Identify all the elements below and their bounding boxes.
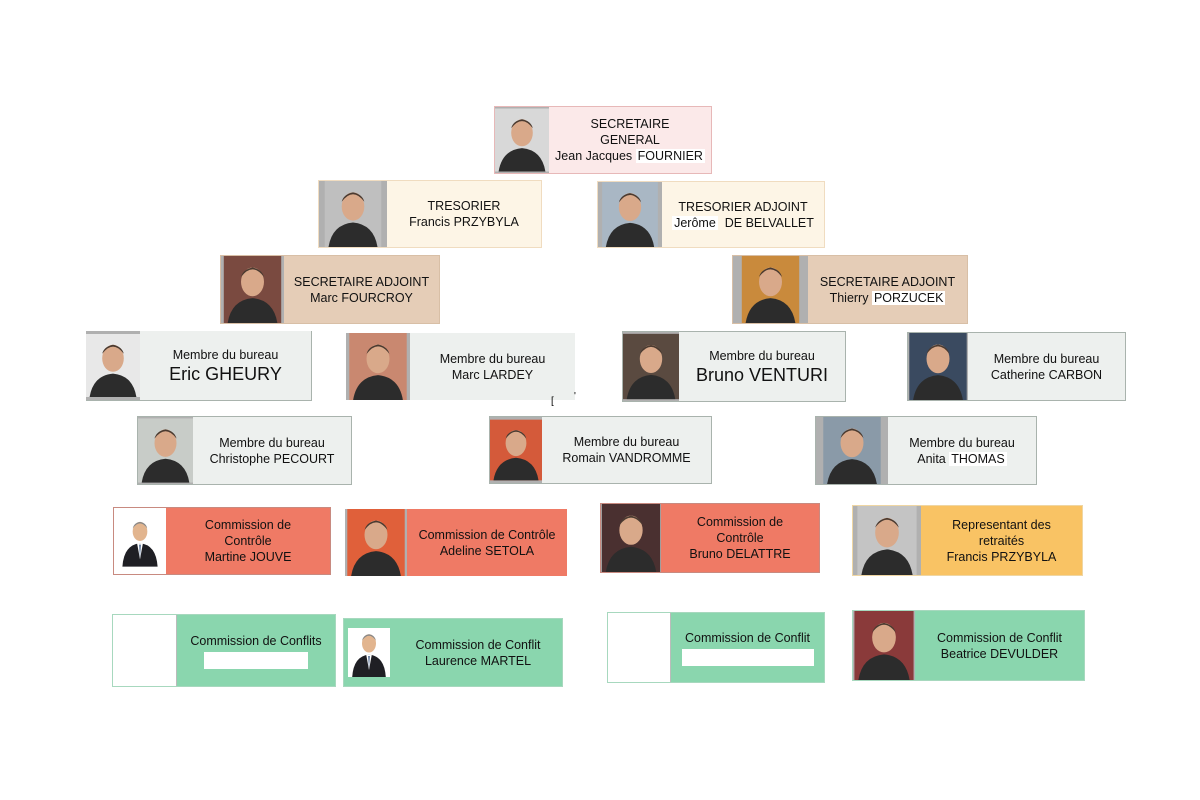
org-node-membre-venturi: Membre du bureau Bruno VENTURI: [622, 331, 846, 402]
person-name: Martine JOUVE: [204, 550, 292, 564]
role-label: Commission de Conflit: [936, 630, 1063, 645]
org-node-conflit-martel: Commission de Conflit Laurence MARTEL: [343, 618, 563, 687]
person-name: Anita THOMAS: [917, 451, 1007, 466]
role-label: Membre du bureau: [172, 347, 279, 362]
person-name: Marc FOURCROY: [310, 290, 413, 305]
org-node-secretaire-adjoint-fourcroy: SECRETAIRE ADJOINT Marc FOURCROY: [220, 255, 440, 324]
role-label: Commission de: [696, 515, 784, 529]
role-label: Membre du bureau: [909, 435, 1015, 450]
person-name: Jean Jacques FOURNIER: [555, 149, 705, 163]
role-label: Commission de Conflit: [415, 637, 541, 652]
person-name: Bruno DELATTRE: [689, 547, 791, 561]
org-node-secretaire-general: SECRETAIRE GENERAL Jean Jacques FOURNIER: [494, 106, 712, 174]
org-node-tresorier-adjoint: TRESORIER ADJOINT Jerôme DE BELVALLET: [597, 181, 825, 248]
photo-man-suit-icon: [495, 107, 549, 173]
org-node-representant-retraites: Representant des retraités Francis PRZYB…: [852, 505, 1083, 576]
role-label: GENERAL: [600, 133, 660, 147]
org-node-secretaire-adjoint-porzucek: SECRETAIRE ADJOINT Thierry PORZUCEK: [732, 255, 968, 324]
avatar-placeholder-icon: [114, 508, 166, 574]
stray-mark: ': [574, 391, 576, 402]
photo-man-glasses-icon: [221, 256, 284, 323]
role-label: Membre du bureau: [993, 351, 1100, 366]
role-label: SECRETAIRE: [590, 117, 670, 131]
person-name: Francis PRZYBYLA: [409, 215, 519, 229]
role-label: TRESORIER: [427, 199, 501, 213]
role-label: Membre du bureau: [219, 435, 325, 450]
person-name: Romain VANDROMME: [562, 451, 691, 465]
role-label: TRESORIER ADJOINT: [678, 199, 808, 214]
person-name: Jerôme DE BELVALLET: [672, 215, 814, 230]
role-label: Representant des: [952, 517, 1051, 532]
org-node-controle-setola: Commission de Contrôle Adeline SETOLA: [345, 509, 567, 576]
person-name: Beatrice DEVULDER: [940, 646, 1059, 661]
stray-mark: [: [551, 396, 554, 407]
org-node-membre-vandromme: Membre du bureau Romain VANDROMME: [489, 416, 712, 484]
person-name: Bruno VENTURI: [695, 364, 829, 385]
role-label: Commission de Conflits: [190, 633, 322, 648]
photo-man-dark-hair-icon: [598, 182, 662, 247]
org-node-membre-pecourt: Membre du bureau Christophe PECOURT: [137, 416, 352, 485]
role-label: Commission de: [204, 518, 292, 532]
person-name: Marc LARDEY: [451, 367, 534, 382]
org-node-conflit-vacant: Commission de Conflit: [607, 612, 825, 683]
photo-man-cap-icon: [490, 417, 542, 483]
person-name: Laurence MARTEL: [424, 653, 532, 668]
role-label: Membre du bureau: [573, 435, 680, 449]
org-node-membre-carbon: Membre du bureau Catherine CARBON: [907, 332, 1126, 401]
role-label: Contrôle: [224, 534, 272, 548]
photo-woman-dark-hair-icon: [908, 333, 968, 400]
photo-man-black-shirt-icon: [601, 504, 661, 572]
role-label: Membre du bureau: [439, 351, 546, 366]
role-label: Membre du bureau: [709, 348, 815, 363]
person-name: Catherine CARBON: [990, 367, 1103, 382]
role-label: Commission de Conflit: [684, 630, 811, 645]
person-name: Francis PRZYBYLA: [946, 549, 1057, 564]
role-label: retraités: [978, 533, 1025, 548]
photo-woman-curly-hair-icon: [816, 417, 888, 484]
photo-man-glasses-icon: [138, 417, 193, 484]
photo-man-long-hair-icon: [733, 256, 808, 323]
org-node-tresorier: TRESORIER Francis PRZYBYLA: [318, 180, 542, 248]
org-node-membre-gheury: Membre du bureau Eric GHEURY: [86, 331, 312, 401]
name-placeholder: [204, 651, 308, 669]
name-placeholder: [681, 648, 814, 666]
person-name: Eric GHEURY: [169, 363, 282, 384]
photo-man-glasses-icon: [86, 331, 140, 400]
person-name: Christophe PECOURT: [209, 451, 335, 466]
photo-woman-glasses-icon: [345, 509, 407, 576]
org-node-membre-lardey: Membre du bureau Marc LARDEY: [346, 333, 575, 400]
person-name: Thierry PORZUCEK: [829, 290, 946, 305]
photo-man-glasses-icon: [623, 332, 679, 401]
role-label: SECRETAIRE ADJOINT: [293, 274, 430, 289]
org-node-membre-thomas: Membre du bureau Anita THOMAS: [815, 416, 1037, 485]
role-label: Commission de Contrôle: [418, 527, 556, 542]
org-node-conflits-vacant: Commission de Conflits: [112, 614, 336, 687]
avatar-placeholder-icon: [344, 619, 394, 686]
photo-man-dark-jacket-icon: [319, 181, 387, 247]
role-label: SECRETAIRE ADJOINT: [819, 274, 956, 289]
photo-woman-scarf-icon: [853, 611, 915, 680]
org-node-controle-delattre: Commission de Contrôle Bruno DELATTRE: [600, 503, 820, 573]
person-name: Adeline SETOLA: [439, 543, 535, 558]
org-node-conflit-devulder: Commission de Conflit Beatrice DEVULDER: [852, 610, 1085, 681]
photo-man-dark-jacket-icon: [853, 506, 921, 575]
org-node-controle-jouve: Commission de Contrôle Martine JOUVE: [113, 507, 331, 575]
blank-photo-icon: [608, 613, 671, 682]
blank-photo-icon: [113, 615, 177, 686]
photo-man-glasses-icon: [346, 333, 410, 400]
role-label: Contrôle: [716, 531, 764, 545]
